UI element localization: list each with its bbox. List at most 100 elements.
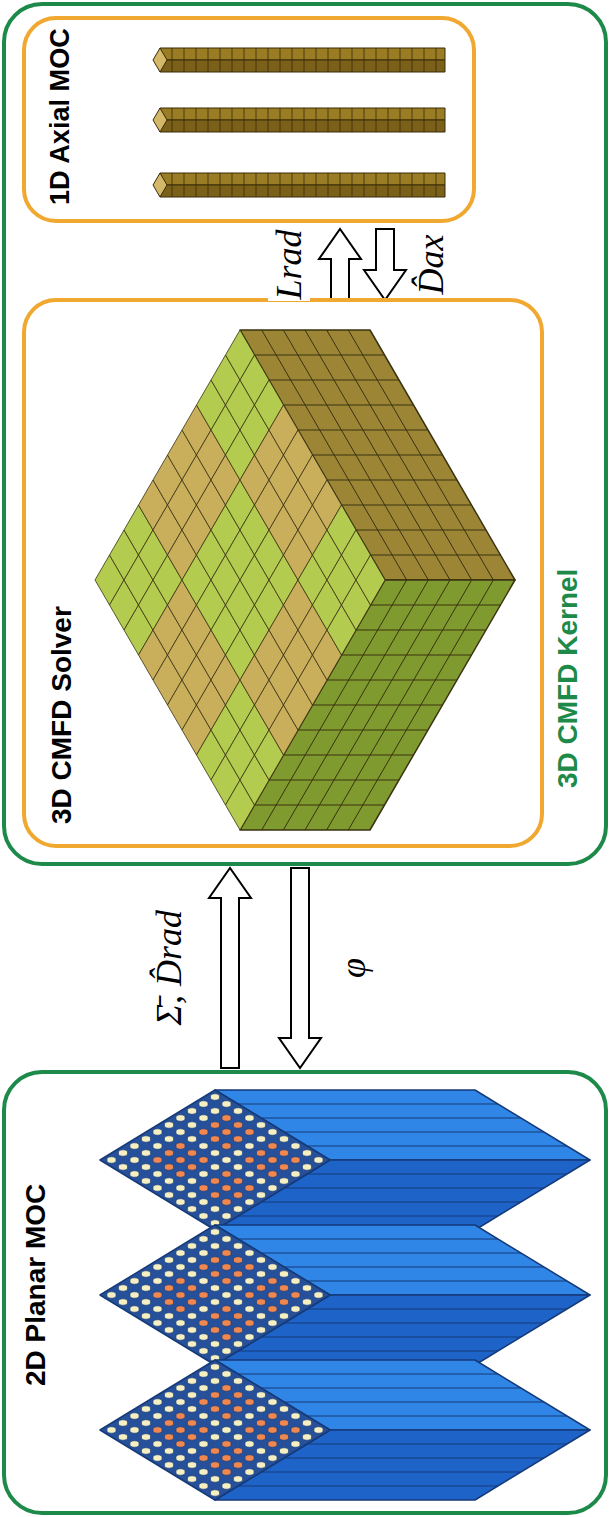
- fuel-pin: [210, 1206, 219, 1212]
- fuel-pin: [245, 1157, 254, 1163]
- fuel-pin: [199, 1371, 208, 1377]
- fuel-pin: [118, 1299, 127, 1305]
- fuel-pin: [291, 1427, 300, 1433]
- fuel-pin: [176, 1115, 185, 1121]
- assembly-line: [238, 1350, 498, 1351]
- fuel-pin: [222, 1213, 231, 1219]
- fuel-pin: [187, 1150, 196, 1156]
- pin-lattice: [100, 1225, 330, 1365]
- fuel-pin: [245, 1292, 254, 1298]
- fuel-pin: [199, 1129, 208, 1135]
- axial-cap: [153, 48, 167, 72]
- fuel-pin: [222, 1292, 231, 1298]
- fuel-pin: [199, 1101, 208, 1107]
- grid-line: [348, 330, 493, 580]
- assembly-line: [261, 1336, 521, 1337]
- fuel-pin: [164, 1285, 173, 1291]
- fuel-pin: [222, 1278, 231, 1284]
- assembly-line: [307, 1173, 567, 1174]
- fuel-pin: [222, 1264, 231, 1270]
- fuel-pin: [256, 1192, 265, 1198]
- axial-segment: [436, 48, 437, 72]
- fuel-pin: [245, 1306, 254, 1312]
- axial-segment: [328, 108, 329, 132]
- fuel-pin: [314, 1157, 323, 1163]
- fuel-pin: [279, 1285, 288, 1291]
- fuel-pin: [291, 1171, 300, 1177]
- fuel-pin: [233, 1420, 242, 1426]
- fuel-pin: [279, 1406, 288, 1412]
- axial-segment: [352, 108, 353, 132]
- fuel-pin: [210, 1094, 219, 1100]
- axial-segment: [256, 108, 257, 132]
- axial-ray: [160, 173, 445, 185]
- fuel-pin: [118, 1285, 127, 1291]
- fuel-pin: [210, 1341, 219, 1347]
- fuel-pin: [141, 1150, 150, 1156]
- axial-segment: [376, 108, 377, 132]
- axial-segment: [184, 173, 185, 197]
- axial-ray: [160, 48, 445, 60]
- axial-segment: [196, 173, 197, 197]
- axial-segment: [412, 173, 413, 197]
- fuel-pin: [245, 1250, 254, 1256]
- axial-segment: [232, 173, 233, 197]
- axial-segment: [232, 108, 233, 132]
- axial-segment: [280, 108, 281, 132]
- fuel-pin: [187, 1243, 196, 1249]
- box-title: 3D CMFD Kernel: [552, 569, 584, 788]
- fuel-pin: [222, 1334, 231, 1340]
- fuel-pin: [233, 1164, 242, 1170]
- axial-segment: [400, 108, 401, 132]
- fuel-pin: [176, 1469, 185, 1475]
- fuel-pin: [210, 1476, 219, 1482]
- fuel-pin: [222, 1250, 231, 1256]
- fuel-pin: [187, 1178, 196, 1184]
- fuel-pin: [268, 1399, 277, 1405]
- fuel-pin: [233, 1257, 242, 1263]
- fuel-pin: [233, 1108, 242, 1114]
- fuel-pin: [268, 1292, 277, 1298]
- axial-segment: [196, 108, 197, 132]
- fuel-pin: [222, 1115, 231, 1121]
- fuel-pin: [256, 1392, 265, 1398]
- fuel-pin: [210, 1490, 219, 1496]
- fuel-pin: [199, 1115, 208, 1121]
- fuel-pin: [245, 1129, 254, 1135]
- fuel-pin: [314, 1427, 323, 1433]
- assembly-line: [284, 1131, 544, 1132]
- fuel-pin: [268, 1129, 277, 1135]
- fuel-pin: [130, 1292, 139, 1298]
- fuel-pin: [107, 1292, 116, 1298]
- fuel-pin: [176, 1385, 185, 1391]
- assembly-line: [284, 1457, 544, 1458]
- edge-label: Lrad: [268, 227, 310, 301]
- fuel-pin: [268, 1171, 277, 1177]
- fuel-pin: [107, 1157, 116, 1163]
- axial-segment: [388, 48, 389, 72]
- fuel-pin: [222, 1320, 231, 1326]
- axial-segment: [184, 48, 185, 72]
- fuel-pin: [222, 1399, 231, 1405]
- assembly-line: [284, 1266, 544, 1267]
- fuel-pin: [153, 1143, 162, 1149]
- fuel-pin: [291, 1143, 300, 1149]
- fuel-pin: [222, 1413, 231, 1419]
- fuel-pin: [210, 1271, 219, 1277]
- axial-segment: [436, 108, 437, 132]
- pin-lattice: [100, 1360, 330, 1500]
- fuel-pin: [210, 1448, 219, 1454]
- fuel-pin: [210, 1364, 219, 1370]
- axial-cap: [153, 173, 167, 197]
- fuel-pin: [176, 1199, 185, 1205]
- axial-segment: [316, 173, 317, 197]
- fuel-pin: [199, 1278, 208, 1284]
- fuel-pin: [130, 1157, 139, 1163]
- fuel-pin: [222, 1427, 231, 1433]
- axial-segment: [376, 173, 377, 197]
- axial-segment: [328, 173, 329, 197]
- fuel-pin: [233, 1299, 242, 1305]
- fuel-pin: [245, 1320, 254, 1326]
- fuel-pin: [256, 1327, 265, 1333]
- kernel-box: 3D CMFD Kernel3D CMFD Solver1D Axial MOC: [2, 2, 608, 866]
